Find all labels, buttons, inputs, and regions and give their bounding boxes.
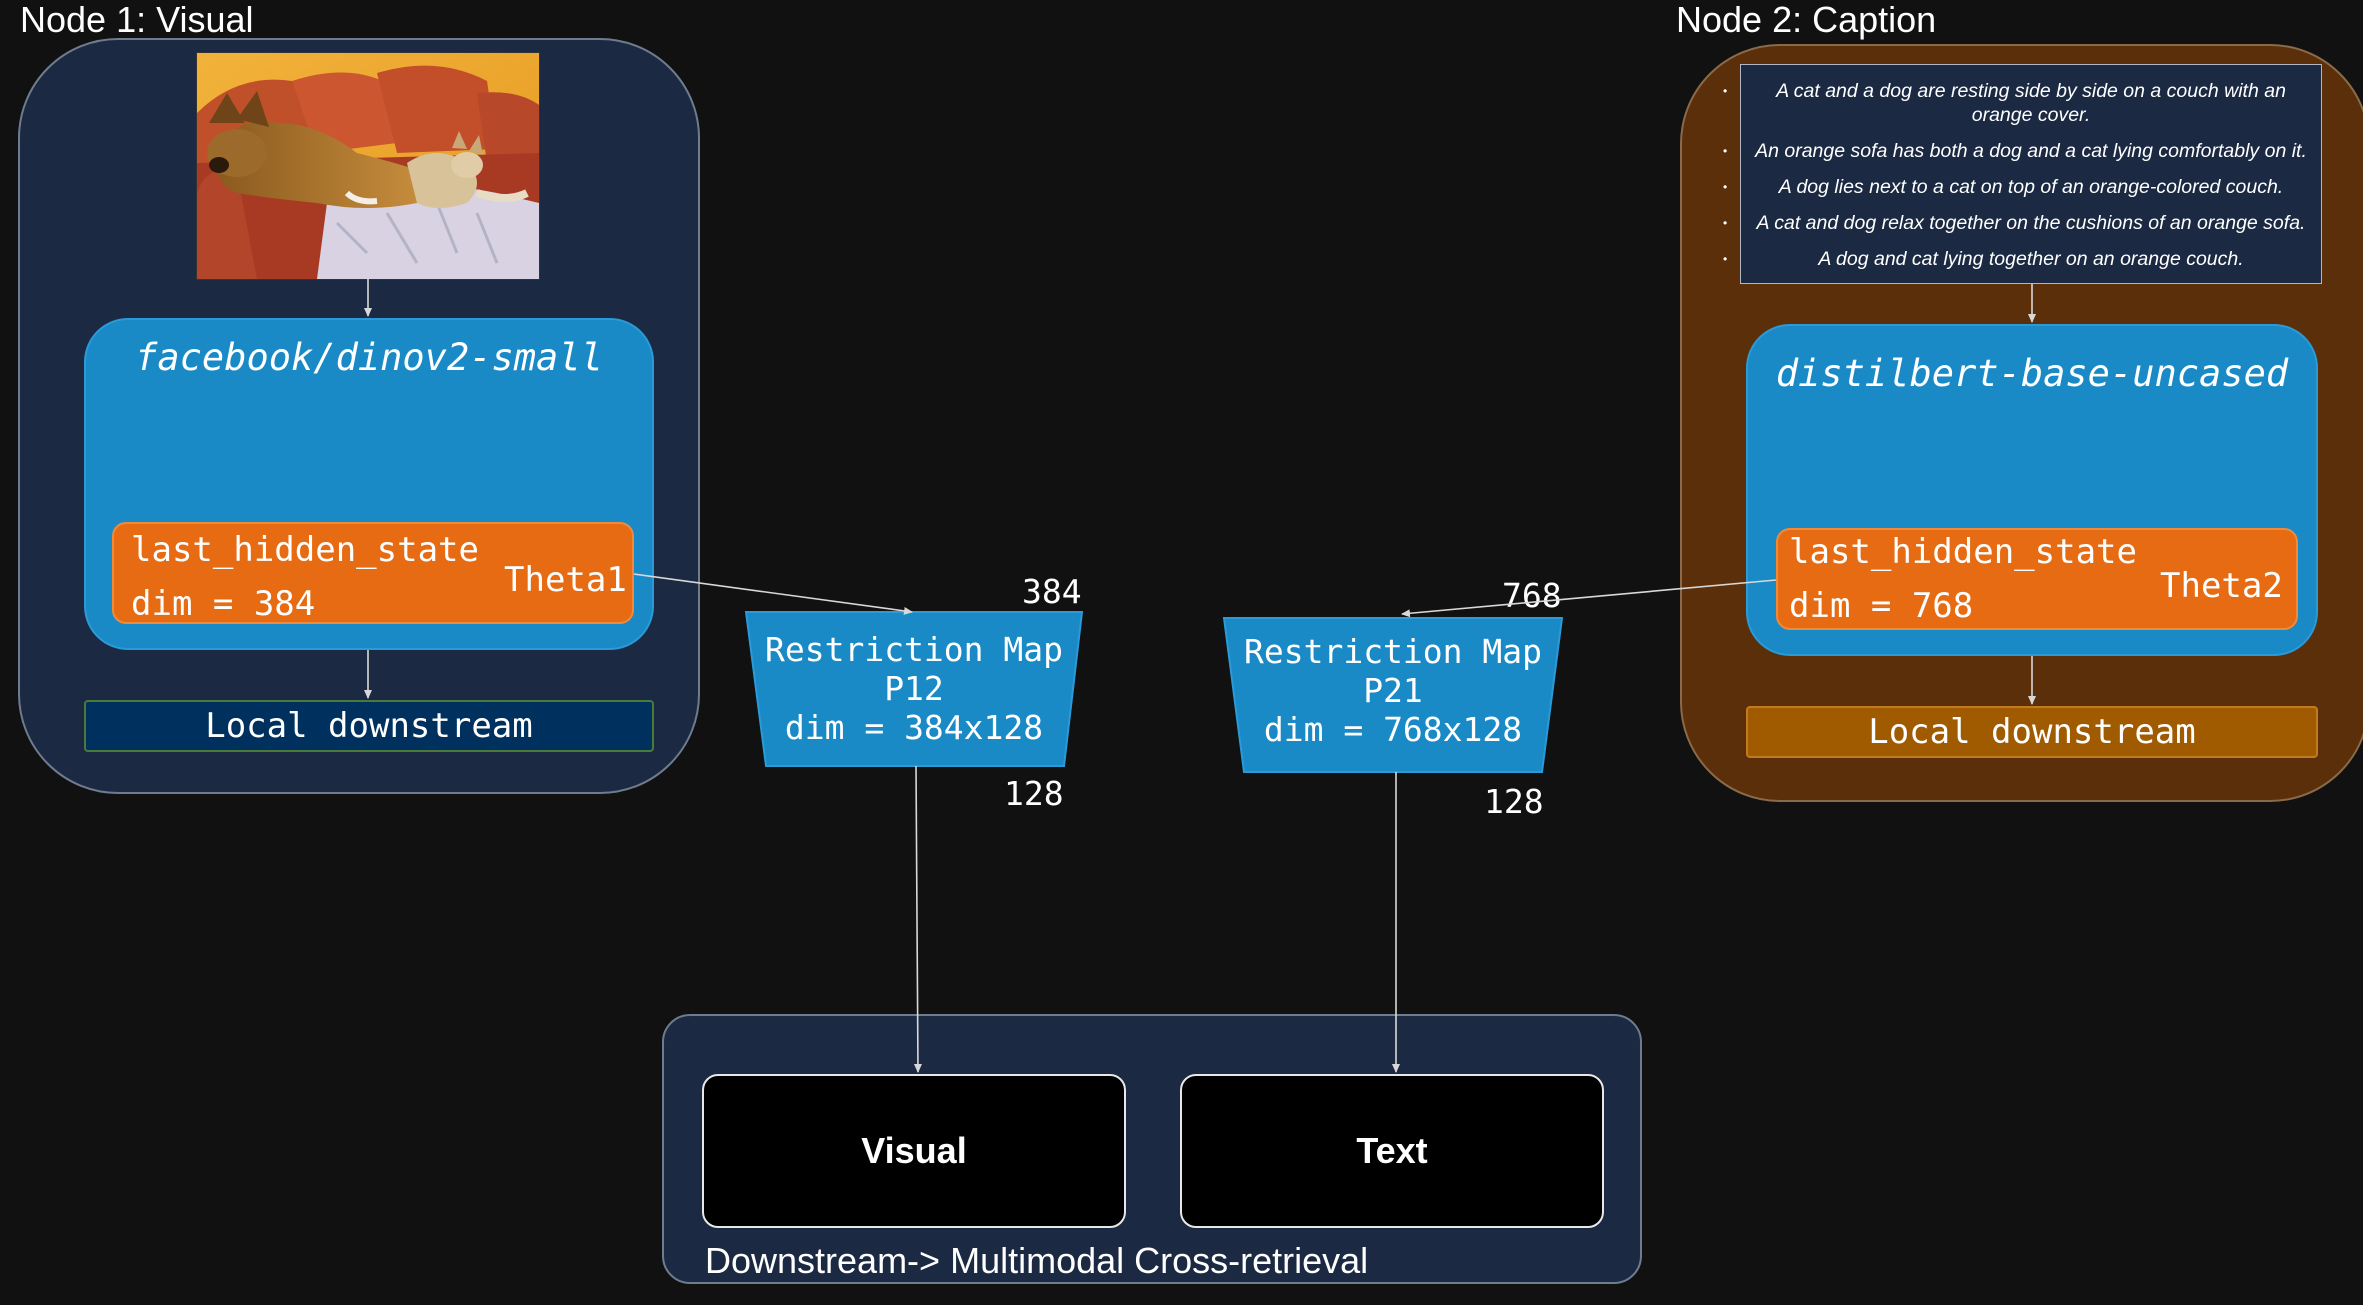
local-downstream-label-1: Local downstream: [205, 706, 533, 746]
visual-embedding-label: Visual: [861, 1130, 967, 1171]
rm-p21-line2: P21: [1363, 671, 1423, 710]
theta1-label: Theta1: [504, 560, 627, 600]
rm-p12-line1: Restriction Map: [764, 630, 1063, 669]
hidden-state-label-2: last_hidden_state: [1789, 532, 2137, 572]
local-downstream-caption: Local downstream: [1746, 706, 2318, 758]
rm-p21-line1: Restriction Map: [1243, 632, 1542, 671]
caption-item: A dog lies next to a cat on top of an or…: [1723, 175, 2317, 199]
dim-label-1: dim = 384: [131, 584, 316, 624]
caption-item: A cat and dog relax together on the cush…: [1723, 211, 2317, 235]
text-embedding-label: Text: [1356, 1130, 1428, 1171]
p12-output-dim: 128: [1004, 774, 1064, 813]
restriction-map-p12-label: Restriction Map P12 dim = 384x128: [746, 630, 1082, 747]
distilbert-model-name: distilbert-base-uncased: [1775, 352, 2289, 395]
restriction-map-p21-label: Restriction Map P21 dim = 768x128: [1224, 632, 1562, 749]
rm-p21-line3: dim = 768x128: [1263, 710, 1523, 749]
theta2-label: Theta2: [2160, 566, 2283, 606]
node1-title: Node 1: Visual: [20, 0, 254, 40]
node2-title: Node 2: Caption: [1676, 0, 1937, 40]
last-hidden-state-box-2: [1776, 528, 2298, 630]
last-hidden-state-box-1: [112, 522, 634, 624]
caption-item: A dog and cat lying together on an orang…: [1723, 247, 2317, 271]
p21-input-dim: 768: [1502, 576, 1562, 615]
visual-embedding-box: Visual: [702, 1074, 1126, 1228]
rm-p12-line3: dim = 384x128: [784, 708, 1044, 747]
cat-dog-photo: [196, 52, 540, 280]
p12-input-dim: 384: [1022, 572, 1082, 611]
downstream-title: Downstream-> Multimodal Cross-retrieval: [705, 1240, 1369, 1281]
p21-output-dim: 128: [1484, 782, 1544, 821]
captions-box: A cat and a dog are resting side by side…: [1723, 64, 2322, 284]
local-downstream-label-2: Local downstream: [1868, 712, 2196, 752]
text-embedding-box: Text: [1180, 1074, 1604, 1228]
caption-item: An orange sofa has both a dog and a cat …: [1723, 139, 2317, 163]
dinov2-model-name: facebook/dinov2-small: [135, 336, 603, 379]
dim-label-2: dim = 768: [1789, 586, 1974, 626]
hidden-state-label-1: last_hidden_state: [131, 530, 479, 570]
caption-item: A cat and a dog are resting side by side…: [1723, 79, 2317, 127]
local-downstream-visual: Local downstream: [84, 700, 654, 752]
rm-p12-line2: P12: [884, 669, 944, 708]
